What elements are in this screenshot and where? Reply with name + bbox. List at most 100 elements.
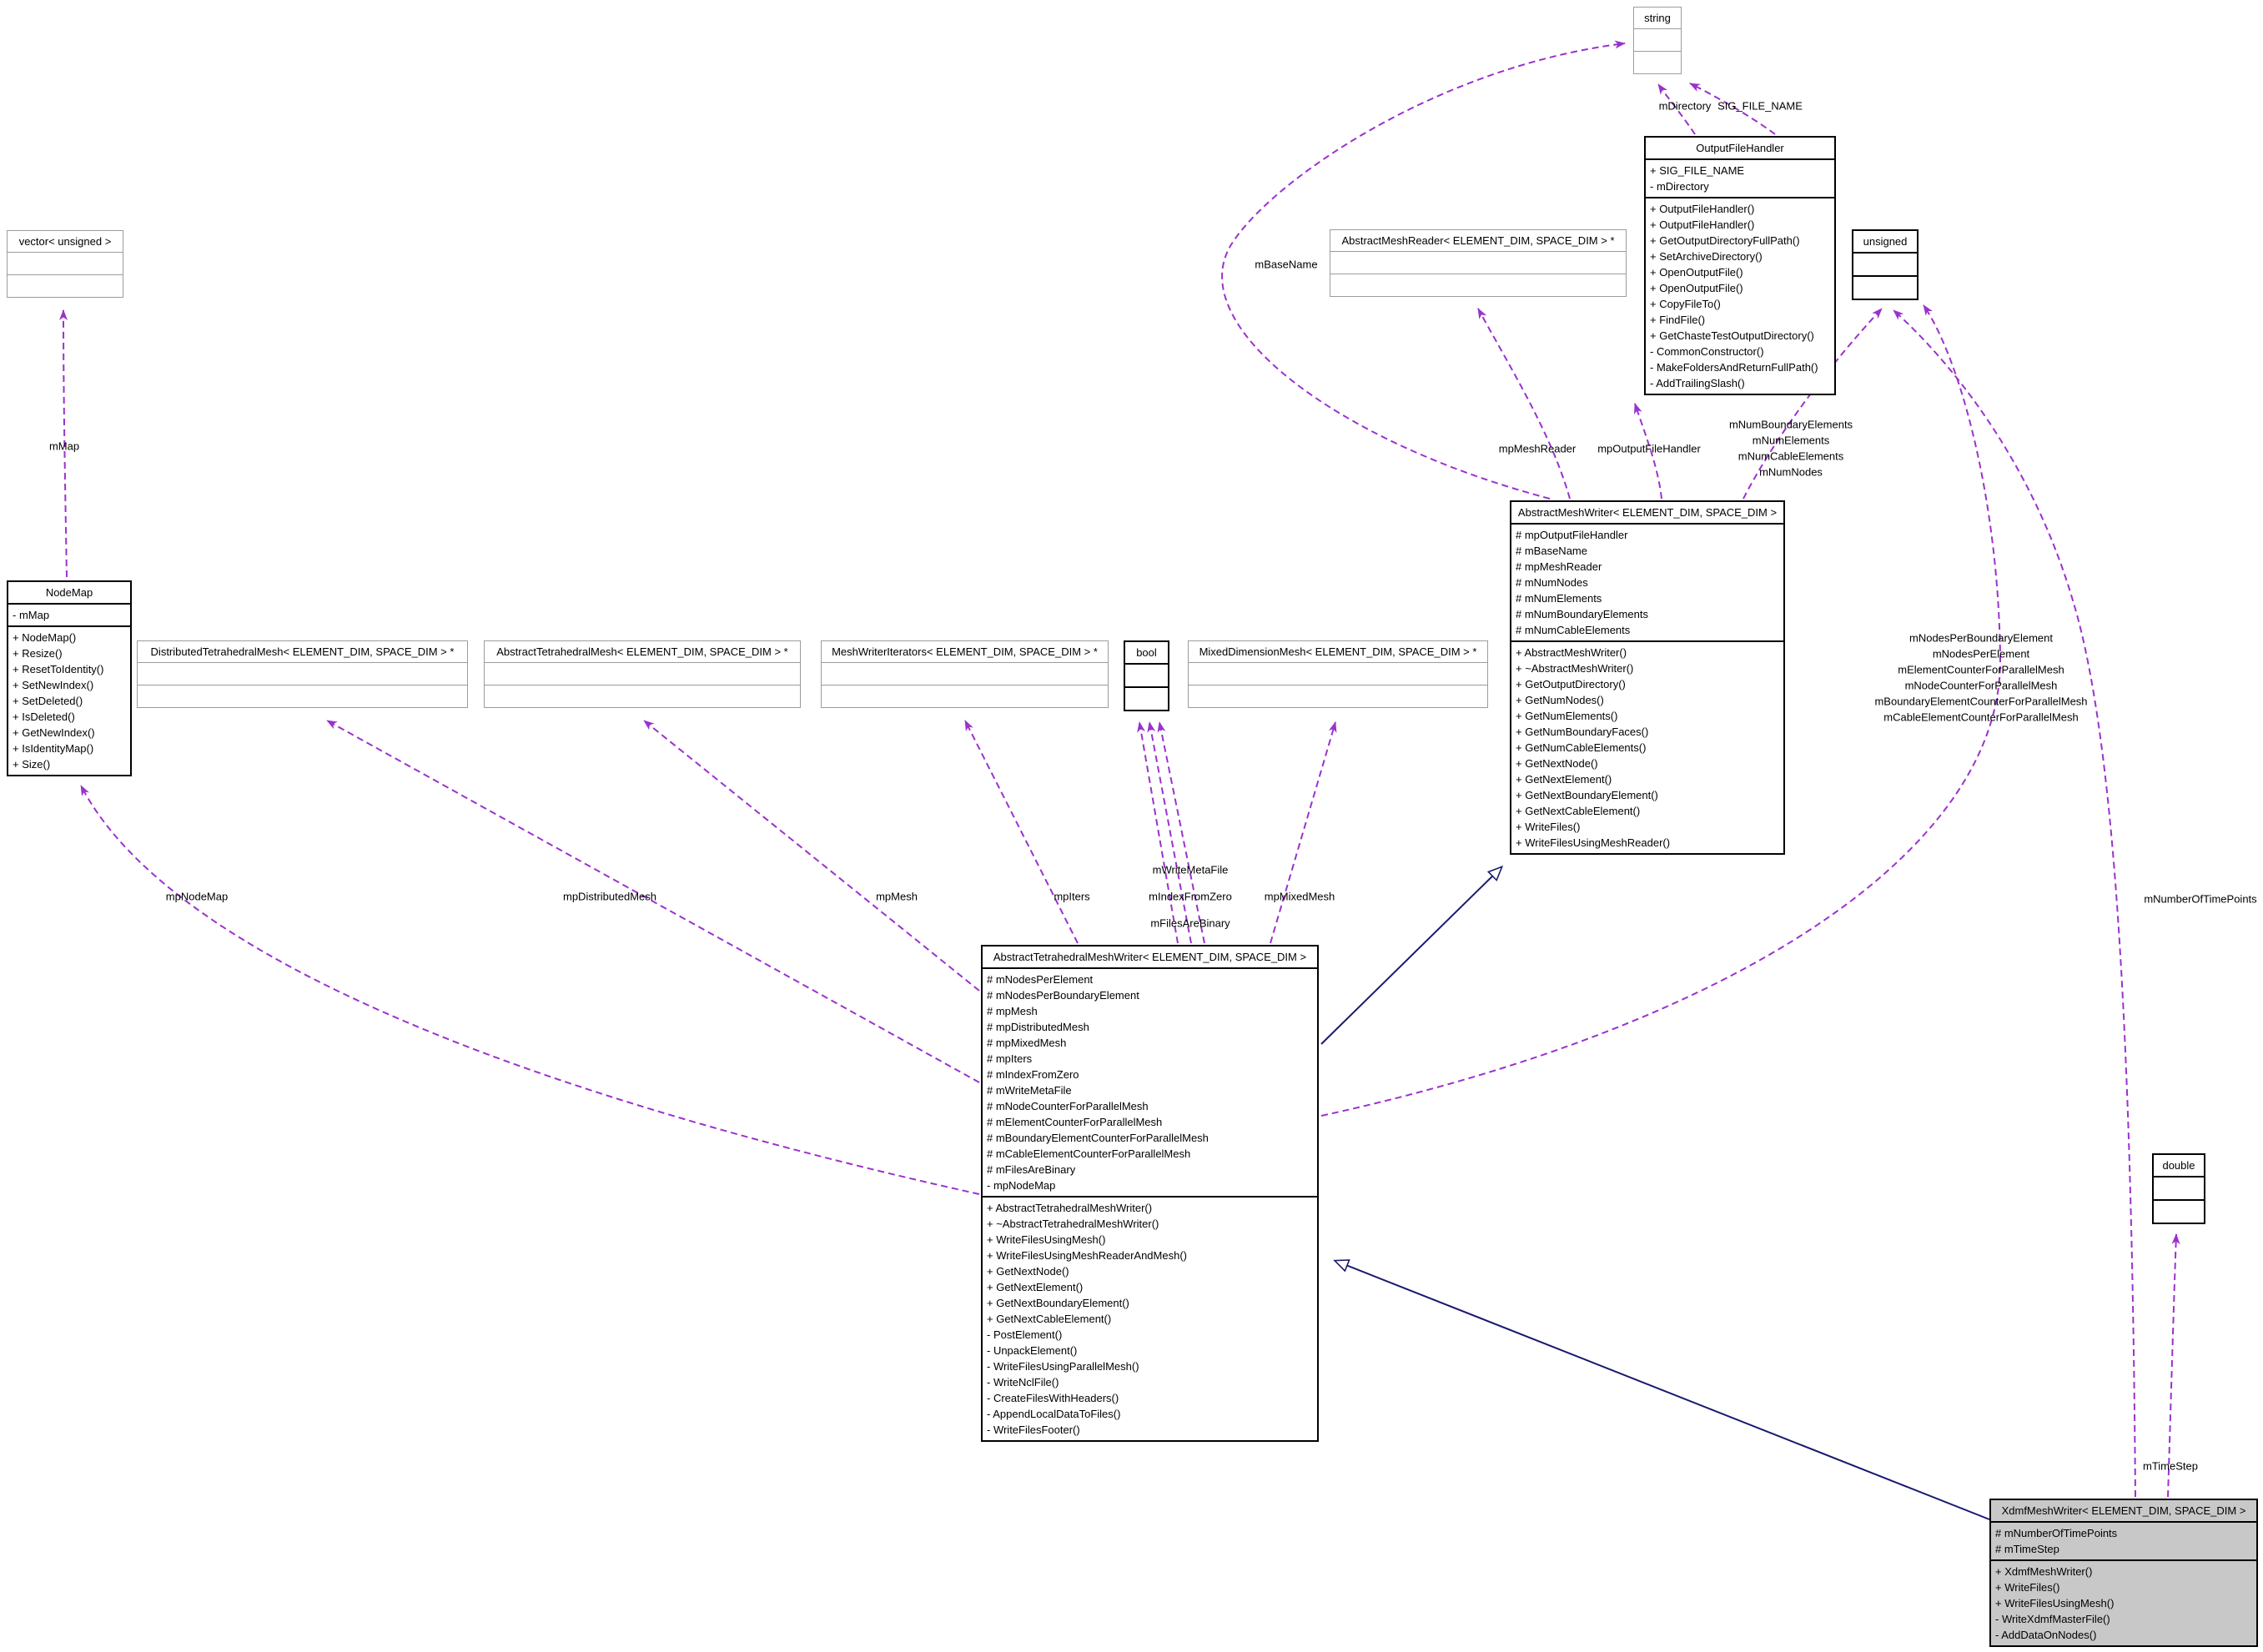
class-box-mesh-writer-iterators[interactable]: MeshWriterIterators< ELEMENT_DIM, SPACE_… — [821, 640, 1109, 708]
class-method: - UnpackElement() — [987, 1344, 1078, 1357]
edge-mtimestep — [2167, 1233, 2180, 1498]
class-method: + AbstractTetrahedralMeshWriter() — [987, 1202, 1153, 1214]
class-box-node-map[interactable]: NodeMap- mMap+ NodeMap()+ Resize()+ Rese… — [7, 580, 132, 776]
class-method: + SetNewIndex() — [13, 679, 94, 691]
class-attributes-section — [1853, 254, 1917, 277]
class-methods-section: + AbstractTetrahedralMeshWriter() + ~Abst… — [983, 1198, 1317, 1440]
class-methods-section — [138, 685, 467, 707]
class-attributes-section: # mpOutputFileHandler# mBaseName# mpMesh… — [1511, 525, 1783, 642]
edge-mpmixedmesh — [1270, 721, 1337, 944]
class-method: + AbstractMeshWriter() — [1516, 646, 1627, 659]
class-box-output-file-handler[interactable]: OutputFileHandler+ SIG_FILE_NAME- mDirec… — [1644, 136, 1836, 395]
class-title: MeshWriterIterators< ELEMENT_DIM, SPACE_… — [822, 641, 1108, 663]
class-title: string — [1634, 8, 1681, 29]
class-attributes-section — [138, 663, 467, 685]
class-title: AbstractMeshReader< ELEMENT_DIM, SPACE_D… — [1330, 230, 1626, 252]
class-method: + GetNextElement() — [987, 1281, 1084, 1293]
edge-mpdistributedmesh — [326, 720, 980, 1083]
class-method: + GetNextCableElement() — [1516, 805, 1641, 817]
class-title: AbstractTetrahedralMeshWriter< ELEMENT_D… — [983, 947, 1317, 969]
class-method: + GetNextElement() — [1516, 773, 1612, 786]
class-box-abstract-mesh-writer[interactable]: AbstractMeshWriter< ELEMENT_DIM, SPACE_D… — [1510, 500, 1785, 855]
class-methods-section: + NodeMap()+ Resize()+ ResetToIdentity()… — [8, 627, 130, 775]
class-method: + SetDeleted() — [13, 695, 83, 707]
class-method: + CopyFileTo() — [1650, 298, 1721, 310]
edge-mpmeshreader — [1477, 308, 1571, 500]
class-attribute: # mCableElementCounterForParallelMesh — [987, 1147, 1191, 1160]
class-attribute: # mNumberOfTimePoints — [1995, 1527, 2118, 1539]
class-box-abstract-tetrahedral-mesh[interactable]: AbstractTetrahedralMesh< ELEMENT_DIM, SP… — [484, 640, 801, 708]
class-method: - CommonConstructor() — [1650, 345, 1764, 358]
class-attributes-section — [822, 663, 1108, 685]
class-method: + FindFile() — [1650, 314, 1706, 326]
class-attribute: # mNumElements — [1516, 592, 1602, 605]
class-method: + Resize() — [13, 647, 63, 660]
class-box-double[interactable]: double — [2152, 1153, 2205, 1224]
class-method: + GetNextNode() — [1516, 757, 1598, 770]
class-methods-section — [1125, 688, 1168, 710]
class-attribute: # mBoundaryElementCounterForParallelMesh — [987, 1132, 1209, 1144]
edge-sig-file-name — [1689, 83, 1776, 135]
edge-mnum-counts — [1743, 308, 1883, 500]
class-attribute: # mpIters — [987, 1052, 1033, 1065]
class-method: - AddTrailingSlash() — [1650, 377, 1745, 389]
class-method: + WriteFilesUsingMeshReaderAndMesh() — [987, 1249, 1187, 1262]
class-method: - CreateFilesWithHeaders() — [987, 1392, 1119, 1404]
class-attributes-section: + SIG_FILE_NAME- mDirectory — [1646, 160, 1834, 198]
class-method: - WriteFilesFooter() — [987, 1424, 1080, 1436]
class-title: unsigned — [1853, 231, 1917, 254]
class-methods-section — [1853, 277, 1917, 299]
class-attributes-section: - mMap — [8, 605, 130, 627]
class-box-abstract-tetrahedral-mesh-writer[interactable]: AbstractTetrahedralMeshWriter< ELEMENT_D… — [981, 945, 1319, 1442]
class-method: + OutputFileHandler() — [1650, 203, 1755, 215]
class-method: + ~AbstractTetrahedralMeshWriter() — [987, 1218, 1159, 1230]
class-title: XdmfMeshWriter< ELEMENT_DIM, SPACE_DIM > — [1991, 1500, 2256, 1523]
class-methods-section — [8, 275, 123, 297]
class-attribute: # mNodesPerElement — [987, 973, 1094, 986]
class-method: + XdmfMeshWriter() — [1995, 1565, 2093, 1578]
class-box-bool[interactable]: bool — [1124, 640, 1169, 711]
class-method: + ~AbstractMeshWriter() — [1516, 662, 1634, 675]
class-method: + SetArchiveDirectory() — [1650, 250, 1763, 263]
class-method: + GetOutputDirectory() — [1516, 678, 1626, 690]
class-methods-section — [822, 685, 1108, 707]
class-box-unsigned[interactable]: unsigned — [1852, 229, 1919, 300]
class-attribute: # mNodeCounterForParallelMesh — [987, 1100, 1149, 1112]
class-method: + GetNextNode() — [987, 1265, 1069, 1278]
class-method: + GetNumCableElements() — [1516, 741, 1647, 754]
class-attribute: # mFilesAreBinary — [987, 1163, 1076, 1176]
class-box-xdmf-mesh-writer[interactable]: XdmfMeshWriter< ELEMENT_DIM, SPACE_DIM >… — [1989, 1499, 2258, 1647]
class-box-mixed-dimension-mesh[interactable]: MixedDimensionMesh< ELEMENT_DIM, SPACE_D… — [1188, 640, 1488, 708]
class-attributes-section — [8, 253, 123, 275]
class-attribute: # mNodesPerBoundaryElement — [987, 989, 1139, 1002]
class-title: double — [2154, 1155, 2204, 1177]
class-attribute: + SIG_FILE_NAME — [1650, 164, 1745, 177]
class-box-distributed-tetrahedral-mesh[interactable]: DistributedTetrahedralMesh< ELEMENT_DIM,… — [137, 640, 468, 708]
edge-mdirectory — [1657, 83, 1696, 135]
edge-inherit-tetrahedral-to-abstract — [1320, 867, 1501, 1045]
class-box-vector-unsigned[interactable]: vector< unsigned > — [7, 230, 123, 298]
class-attribute: # mNumNodes — [1516, 576, 1588, 589]
class-attribute: # mNumBoundaryElements — [1516, 608, 1648, 620]
class-attributes-section — [1634, 29, 1681, 52]
class-methods-section — [485, 685, 800, 707]
edge-mnumberoftimepoints — [1893, 309, 2136, 1498]
class-box-string[interactable]: string — [1633, 7, 1682, 74]
class-method: + WriteFilesUsingMesh() — [1995, 1597, 2115, 1609]
edge-mfilesarebinary — [1157, 721, 1205, 944]
class-methods-section — [1189, 685, 1487, 707]
class-title: DistributedTetrahedralMesh< ELEMENT_DIM,… — [138, 641, 467, 663]
class-attributes-section — [1330, 252, 1626, 274]
class-box-abstract-mesh-reader[interactable]: AbstractMeshReader< ELEMENT_DIM, SPACE_D… — [1330, 229, 1627, 297]
class-methods-section — [2154, 1201, 2204, 1223]
class-attribute: # mBaseName — [1516, 545, 1587, 557]
class-method: + IsDeleted() — [13, 711, 75, 723]
class-method: + ResetToIdentity() — [13, 663, 104, 675]
class-method: + GetNextBoundaryElement() — [987, 1297, 1129, 1309]
edge-mwritemetafile — [1137, 721, 1179, 944]
class-method: - WriteFilesUsingParallelMesh() — [987, 1360, 1139, 1373]
class-attributes-section: # mNumberOfTimePoints# mTimeStep — [1991, 1523, 2256, 1561]
class-method: + GetNumElements() — [1516, 710, 1618, 722]
